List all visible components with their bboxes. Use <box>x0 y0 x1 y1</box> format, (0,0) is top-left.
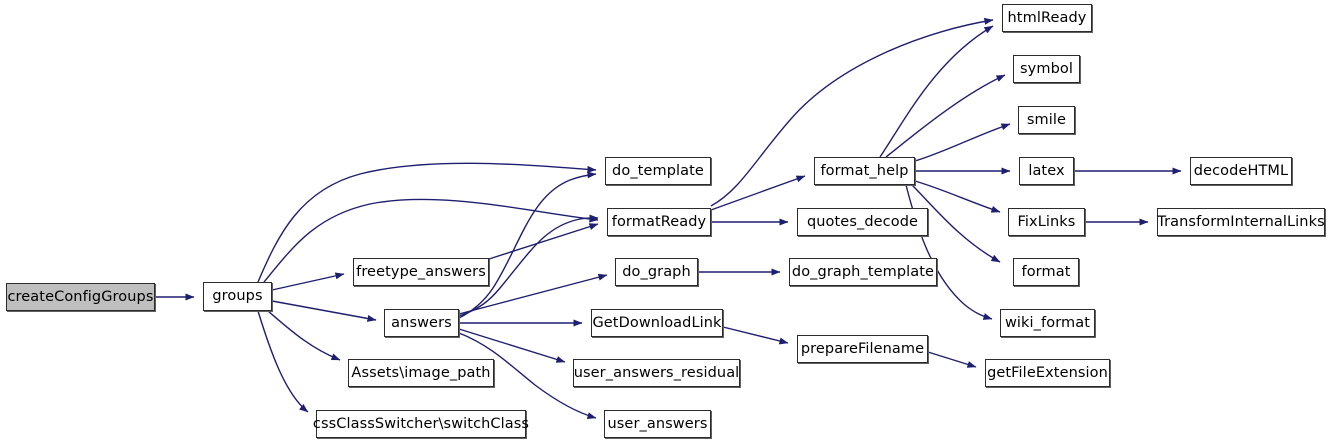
graph-node-label: symbol <box>1020 60 1073 77</box>
graph-node-label: format_help <box>820 162 909 179</box>
graph-node-symbol[interactable]: symbol <box>1013 55 1080 83</box>
edge-prepareFilename-to-getFileExtension <box>927 351 977 368</box>
graph-node-format[interactable]: format <box>1013 258 1079 286</box>
edge-answers-to-do_template <box>458 171 597 319</box>
edge-freetype_answers-to-formatReady <box>488 223 599 260</box>
edge-format_help-to-htmlReady <box>879 25 994 158</box>
graph-node-label: user_answers_residual <box>573 364 740 381</box>
edge-answers-to-user_answers_residual <box>458 328 566 363</box>
graph-node-label: format <box>1021 263 1071 280</box>
edge-formatReady-to-format_help <box>710 175 806 211</box>
graph-node-freetype_answers[interactable]: freetype_answers <box>353 258 489 286</box>
graph-node-GetDownloadLink[interactable]: GetDownloadLink <box>591 309 723 337</box>
graph-node-label: do_graph_template <box>791 263 935 280</box>
graph-node-formatReady[interactable]: formatReady <box>607 208 711 236</box>
edge-groups-to-assets_image_path <box>267 310 341 361</box>
graph-node-label: quotes_decode <box>806 213 919 230</box>
graph-node-user_answers_residual[interactable]: user_answers_residual <box>573 359 740 387</box>
graph-node-label: GetDownloadLink <box>592 314 722 331</box>
graph-node-do_graph[interactable]: do_graph <box>615 258 698 286</box>
graph-node-latex[interactable]: latex <box>1019 157 1074 185</box>
graph-node-answers[interactable]: answers <box>384 309 459 337</box>
graph-node-label: user_answers <box>607 415 708 432</box>
graph-node-label: cssClassSwitcher\switchClass <box>312 415 530 432</box>
graph-node-label: groups <box>212 288 263 305</box>
graph-node-label: FixLinks <box>1017 213 1076 230</box>
graph-node-assets_image_path[interactable]: Assets\image_path <box>348 359 494 387</box>
graph-node-prepareFilename[interactable]: prepareFilename <box>797 335 928 363</box>
edge-groups-to-freetype_answers <box>271 272 345 291</box>
edge-groups-to-switchClass <box>257 310 309 413</box>
graph-node-user_answers[interactable]: user_answers <box>604 410 711 438</box>
graph-node-label: htmlReady <box>1007 9 1087 26</box>
graph-node-TransformInternalLinks[interactable]: TransformInternalLinks <box>1157 208 1325 236</box>
graph-node-getFileExtension[interactable]: getFileExtension <box>985 359 1110 387</box>
edge-groups-to-answers <box>271 300 377 322</box>
graph-node-do_graph_template[interactable]: do_graph_template <box>789 258 937 286</box>
graph-node-label: freetype_answers <box>356 263 486 280</box>
graph-node-label: smile <box>1026 111 1067 128</box>
graph-node-FixLinks[interactable]: FixLinks <box>1008 208 1085 236</box>
edge-format_help-to-wiki_format <box>905 184 993 320</box>
graph-node-switchClass[interactable]: cssClassSwitcher\switchClass <box>312 410 530 438</box>
graph-node-label: TransformInternalLinks <box>1157 213 1325 230</box>
edge-format_help-to-symbol <box>885 74 1006 158</box>
graph-node-label: getFileExtension <box>987 364 1108 381</box>
graph-node-label: do_template <box>612 162 704 179</box>
graph-node-label: formatReady <box>611 213 707 230</box>
graph-node-label: Assets\image_path <box>351 364 491 381</box>
graph-node-wiki_format[interactable]: wiki_format <box>1000 309 1095 337</box>
graph-node-label: answers <box>391 314 452 331</box>
graph-node-smile[interactable]: smile <box>1018 106 1075 134</box>
graph-node-label: createConfigGroups <box>7 288 154 305</box>
edge-GetDownloadLink-to-prepareFilename <box>722 326 789 345</box>
graph-node-groups[interactable]: groups <box>203 282 272 311</box>
graph-node-decodeHTML[interactable]: decodeHTML <box>1190 157 1292 185</box>
graph-node-label: prepareFilename <box>800 340 925 357</box>
graph-node-createConfigGroups[interactable]: createConfigGroups <box>6 283 155 311</box>
graph-node-label: latex <box>1028 162 1065 179</box>
graph-node-label: wiki_format <box>1004 314 1091 331</box>
graph-node-label: decodeHTML <box>1193 162 1289 179</box>
graph-node-quotes_decode[interactable]: quotes_decode <box>797 208 928 236</box>
graph-node-format_help[interactable]: format_help <box>814 157 915 185</box>
graph-node-htmlReady[interactable]: htmlReady <box>1002 4 1092 32</box>
graph-node-do_template[interactable]: do_template <box>605 157 711 185</box>
graph-node-label: do_graph <box>622 263 691 280</box>
edge-format_help-to-smile <box>914 123 1011 162</box>
